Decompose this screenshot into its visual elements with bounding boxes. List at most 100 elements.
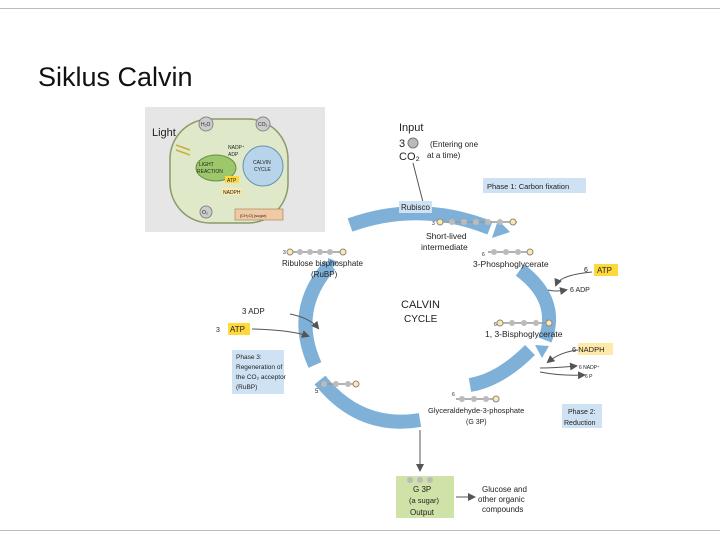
phase2-box (562, 404, 602, 428)
overview-calvin-line1: CALVIN (253, 160, 271, 166)
cycle-arrow-top (347, 206, 493, 235)
cycle-arrowhead-1 (492, 220, 510, 238)
o2-molecule (199, 205, 213, 219)
phase3-line4: (RuBP) (236, 384, 257, 391)
six-atp-label: ATP (597, 266, 612, 275)
phase3-line3: the CO₂ acceptor (236, 374, 287, 381)
phase1-label: Phase 1: Carbon fixation (487, 182, 569, 191)
slide-title: Siklus Calvin (38, 62, 193, 92)
g3p-label-line1: Glyceraldehyde-3-phosphate (428, 406, 524, 415)
bottom-divider (0, 530, 720, 531)
six-atp-box (594, 264, 618, 276)
phase2-line2: Reduction (564, 420, 596, 427)
output-box (396, 476, 454, 518)
six-nadp-label: 6 NADP⁺ (579, 365, 600, 371)
overview-nadph-label: NADPH (223, 190, 241, 196)
six-atp-count: 6 (584, 267, 588, 274)
rubp-label-line1: Ribulose bisphosphate (282, 259, 363, 268)
pga-label: 3-Phosphoglycerate (473, 259, 549, 269)
pi-arrow-out (539, 371, 586, 380)
three-atp-arrow (251, 328, 310, 338)
six-nadph-box (578, 343, 613, 355)
input-molecule: CO₂ (399, 151, 420, 163)
overview-nadp-label: NADP⁺ (228, 145, 245, 151)
output-line1: G 3P (413, 485, 431, 494)
three-atp-box (228, 323, 250, 335)
three-adp-arrow (289, 313, 320, 330)
phase3-line1: Phase 3: (236, 354, 262, 361)
inset-nadph-box (222, 188, 242, 195)
cycle-arrow-left (298, 260, 336, 368)
co2-molecule (255, 116, 271, 132)
top-divider (0, 8, 720, 9)
sugar-box (234, 208, 284, 221)
light-reaction-oval (195, 154, 237, 182)
count-pga: 6 (482, 252, 485, 258)
g3p-chain (456, 395, 500, 403)
light-rays (175, 144, 191, 156)
overview-light-label: Light (152, 127, 176, 139)
output-line3: Output (410, 508, 435, 517)
nadph-arrow-in (546, 349, 579, 364)
pga-chain (488, 248, 534, 256)
inset-atp-box (225, 176, 239, 183)
six-adp-label: 6 ADP (570, 287, 590, 294)
phase3-box (232, 350, 284, 394)
overview-atp-label: ATP (227, 178, 237, 184)
cycle-arrowhead-3 (328, 258, 338, 272)
short-lived-chain (436, 218, 517, 226)
overview-sugar-label: [CH₂O] (sugar) (240, 213, 267, 218)
glucose-line3: compounds (482, 505, 523, 514)
phase1-box (483, 178, 586, 193)
cycle-arrow-right-upper (515, 264, 557, 343)
count-rubp: 3 (283, 250, 286, 256)
overview-adp-label: ADP (228, 152, 239, 158)
glucose-line1: Glucose and (482, 485, 527, 494)
cycle-arrowhead-2 (535, 345, 549, 358)
adp-arrow-out (547, 287, 568, 296)
count-five: 5 (315, 389, 319, 395)
calvin-cycle-circle (242, 145, 284, 187)
short-lived-label-line2: intermediate (421, 242, 468, 252)
count-short-lived: 3 (432, 221, 435, 227)
three-atp-label: ATP (230, 325, 245, 334)
nadp-arrow-out (539, 362, 578, 371)
rubisco-box (399, 201, 432, 213)
overview-light-reactions-line2: REACTION (197, 169, 223, 175)
g3p-label-line2: (G 3P) (466, 419, 487, 426)
co2-molecule-icon (407, 137, 419, 149)
cycle-arrow-bottom (314, 375, 422, 429)
overview-light-reactions-line1: LIGHT (199, 162, 214, 168)
input-block: Input 3 (Entering one CO₂ at a time) (399, 122, 479, 212)
cycle-arrows (298, 206, 557, 429)
rubisco-label: Rubisco (401, 203, 430, 212)
five-g3p-chain (320, 380, 360, 388)
output-line2: (a sugar) (409, 496, 440, 505)
phase3-line2: Regeneration of (236, 364, 282, 371)
six-pi-label: 6 P (585, 374, 593, 380)
overview-o2-label: O₂ (202, 210, 208, 216)
count-bpg: 6 (494, 322, 497, 328)
overview-co2-label: CO₂ (258, 122, 268, 128)
input-title: Input (399, 122, 423, 134)
overview-calvin-line2: CYCLE (254, 167, 271, 173)
short-lived-label-line1: Short-lived (426, 231, 467, 241)
three-atp-count: 3 (216, 327, 220, 334)
input-entering: (Entering one (430, 140, 479, 149)
calvin-center-line2: CYCLE (404, 314, 438, 325)
three-adp-label: 3 ADP (242, 307, 265, 316)
bpg-label: 1, 3-Bisphoglycerate (485, 329, 563, 339)
cycle-arrow-right-lower (468, 344, 535, 392)
overview-inset: Light H₂O CO₂ O₂ LIGHT REACTION CALVIN C… (145, 107, 325, 232)
input-at-a-time: at a time) (427, 151, 461, 160)
glucose-line2: other organic (478, 495, 525, 504)
input-count: 3 (399, 138, 405, 150)
count-g3p: 6 (452, 392, 455, 398)
h2o-molecule (198, 116, 214, 132)
bpg-chain (496, 319, 553, 327)
atp-arrow-in (554, 271, 593, 287)
rubp-chain (286, 248, 347, 256)
rubp-label-line2: (RuBP) (311, 270, 338, 279)
calvin-center-line1: CALVIN (401, 299, 440, 311)
